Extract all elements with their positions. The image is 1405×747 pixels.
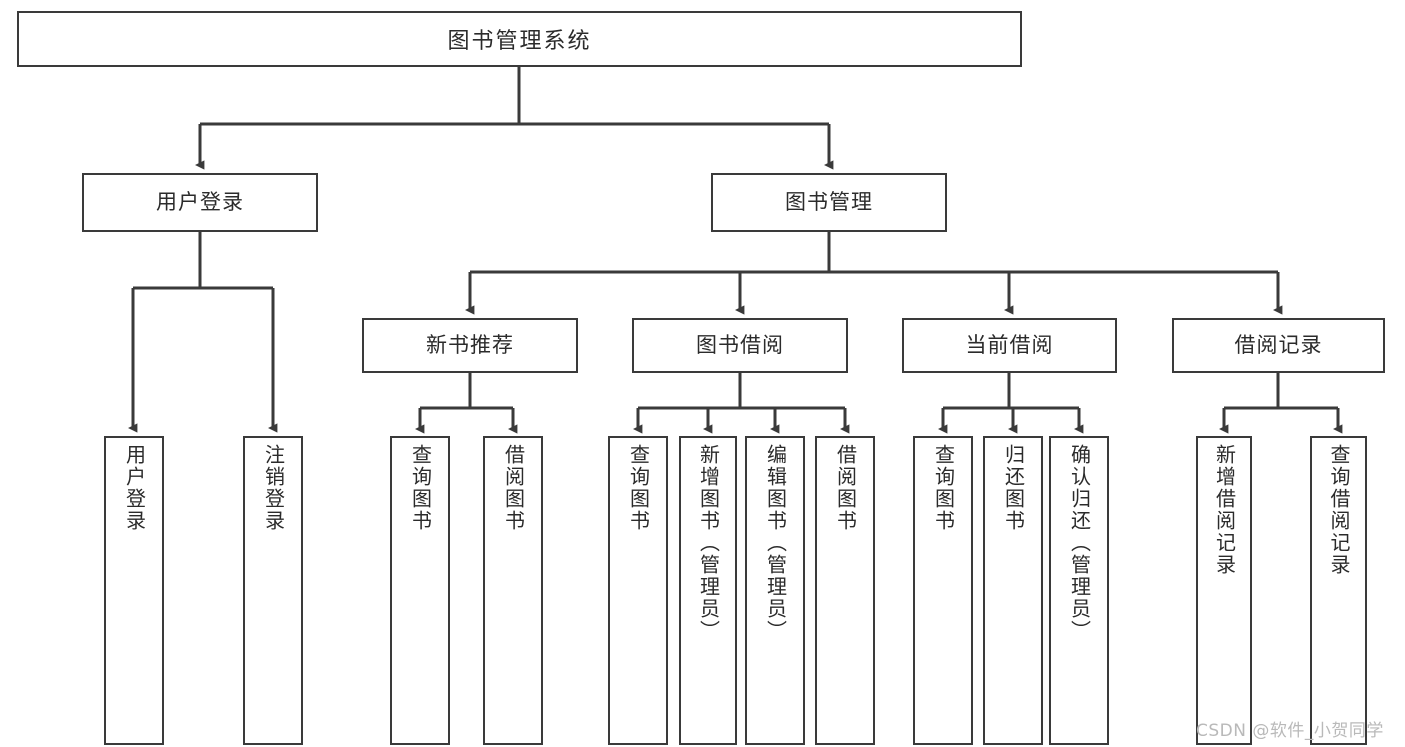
leaf-edit-book-admin-label: 编辑图书（管理员） [763,444,788,642]
node-book-management-label: 图书管理 [785,189,873,214]
leaf-add-book-admin[interactable]: 新增图书（管理员） [679,436,737,745]
node-book-borrow[interactable]: 图书借阅 [632,318,848,373]
leaf-return-book[interactable]: 归还图书 [983,436,1043,745]
leaf-user-login-label: 用户登录 [122,444,147,532]
leaf-add-book-admin-label: 新增图书（管理员） [696,444,721,642]
leaf-borrow-book-recommendation[interactable]: 借阅图书 [483,436,543,745]
node-book-management[interactable]: 图书管理 [711,173,947,232]
node-new-book-recommendation[interactable]: 新书推荐 [362,318,578,373]
leaf-logout-label: 注销登录 [261,444,286,532]
leaf-borrow-book-label: 借阅图书 [833,444,858,532]
leaf-query-book-current-label: 查询图书 [931,444,956,532]
leaf-query-book-recommendation-label: 查询图书 [408,444,433,532]
node-root-label: 图书管理系统 [447,29,592,54]
leaf-query-borrow-record[interactable]: 查询借阅记录 [1310,436,1367,745]
leaf-add-borrow-record[interactable]: 新增借阅记录 [1196,436,1252,745]
leaf-borrow-book[interactable]: 借阅图书 [815,436,875,745]
leaf-add-borrow-record-label: 新增借阅记录 [1212,444,1237,576]
node-current-borrow-label: 当前借阅 [965,332,1054,357]
leaf-user-login[interactable]: 用户登录 [104,436,164,745]
leaf-query-book-borrow-label: 查询图书 [626,444,651,532]
leaf-logout[interactable]: 注销登录 [243,436,303,745]
node-book-borrow-label: 图书借阅 [696,332,784,357]
leaf-query-book-borrow[interactable]: 查询图书 [608,436,668,745]
leaf-query-book-recommendation[interactable]: 查询图书 [390,436,450,745]
node-user-login[interactable]: 用户登录 [82,173,318,232]
node-current-borrow[interactable]: 当前借阅 [902,318,1117,373]
leaf-edit-book-admin[interactable]: 编辑图书（管理员） [745,436,805,745]
node-borrow-record[interactable]: 借阅记录 [1172,318,1385,373]
leaf-confirm-return-admin-label: 确认归还（管理员） [1067,444,1092,642]
leaf-confirm-return-admin[interactable]: 确认归还（管理员） [1049,436,1109,745]
leaf-return-book-label: 归还图书 [1001,444,1026,532]
node-new-book-recommendation-label: 新书推荐 [426,332,514,357]
node-root[interactable]: 图书管理系统 [17,11,1022,67]
leaf-query-book-current[interactable]: 查询图书 [913,436,973,745]
node-borrow-record-label: 借阅记录 [1234,332,1323,357]
leaf-query-borrow-record-label: 查询借阅记录 [1327,444,1351,576]
csdn-watermark: CSDN @软件_小贺同学 [1196,721,1384,741]
leaf-borrow-book-recommendation-label: 借阅图书 [501,444,526,532]
node-user-login-label: 用户登录 [156,189,244,214]
